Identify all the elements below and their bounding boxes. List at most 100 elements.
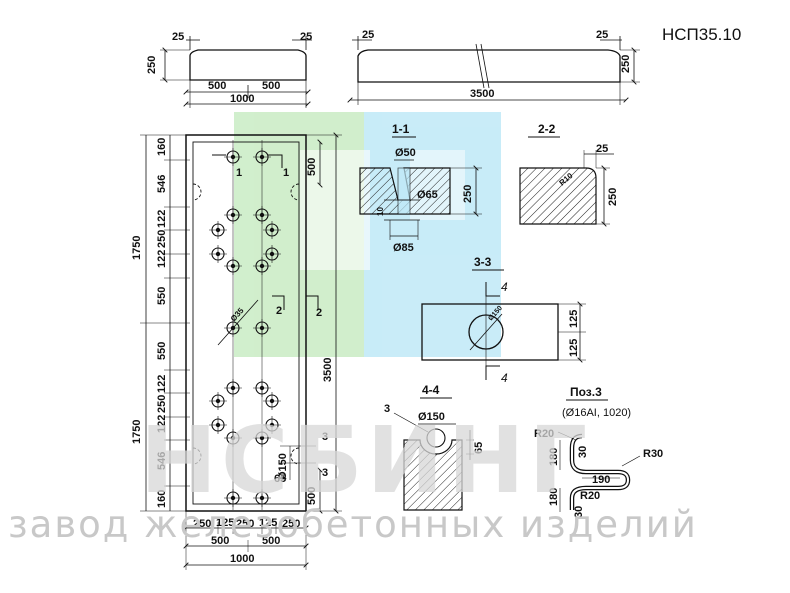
plan-total-bottom: 1750 <box>131 420 143 444</box>
drawing-mark: НСП35.10 <box>662 25 741 44</box>
plan-total-top: 1750 <box>131 236 143 260</box>
sec11-title: 1-1 <box>392 122 410 136</box>
sec11-d65: Ø65 <box>417 189 438 201</box>
bolt-crosshair <box>224 206 242 224</box>
watermark-text: завод железобетонных изделий <box>8 503 698 546</box>
pos3-r20b: R20 <box>580 490 600 502</box>
sec11-d10: 10 <box>376 207 385 216</box>
pos3-d180b: 180 <box>548 488 560 506</box>
bolt-crosshair <box>224 379 242 397</box>
pos3-d30b: 30 <box>573 506 585 518</box>
top-small-width: 1000 <box>230 93 254 105</box>
plan-left-dim: 122 <box>156 375 168 393</box>
bolt-crosshair <box>253 379 271 397</box>
bolt-crosshair <box>224 257 242 275</box>
top-small-half2: 500 <box>262 80 280 92</box>
plan-bottom-d2: 125 <box>216 517 234 529</box>
pos3-rebar <box>557 399 641 512</box>
sec44-title: 4-4 <box>422 383 440 397</box>
bolt-crosshair <box>253 429 271 447</box>
bolt-crosshair <box>224 319 242 337</box>
sec33-d2: 125 <box>568 339 580 357</box>
plan-bottom-d4: 125 <box>259 517 277 529</box>
sec11-d50: Ø50 <box>395 147 416 159</box>
plan-left-dim: 122 <box>156 415 168 433</box>
plan-left-dims: 160 546 122 250 122 550 550 122 250 122 546 160 <box>156 138 168 508</box>
sec44-d65: 65 <box>473 442 485 454</box>
pos3-r30: R30 <box>643 448 663 460</box>
bolt-crosshair <box>253 148 271 166</box>
top-view-long <box>350 36 640 105</box>
plan-left-dim: 122 <box>156 250 168 268</box>
top-long-height: 250 <box>620 55 632 73</box>
sec22-d25: 25 <box>596 143 608 155</box>
pos3-r20a: R20 <box>534 428 554 440</box>
top-view-small <box>160 36 312 108</box>
sec33-cut-b: 4 <box>501 371 508 385</box>
plan-bottom-d5: 250 <box>282 518 300 530</box>
top-long-d1: 25 <box>362 29 374 41</box>
top-small-height: 250 <box>146 56 158 74</box>
plan-left-dim: 122 <box>156 210 168 228</box>
plan-left-dim: 160 <box>156 490 168 508</box>
plan-right-top: 500 <box>306 158 318 176</box>
plan-bottom-d1: 250 <box>193 518 211 530</box>
plan-left-dim: 550 <box>156 287 168 305</box>
top-long-length: 3500 <box>470 88 494 100</box>
plan-d3a: 3 <box>322 431 328 443</box>
plan-bottom-d3: 250 <box>236 518 254 530</box>
plan-left-dim: 546 <box>156 452 168 470</box>
section-4-4 <box>393 397 474 511</box>
plan-left-dim: 250 <box>156 395 168 413</box>
cut-mark-1b: 1 <box>283 167 289 179</box>
pos3-d180a: 180 <box>548 448 560 466</box>
bolt-crosshair <box>263 392 281 410</box>
plan-left-dim: 546 <box>156 175 168 193</box>
sec11-d85: Ø85 <box>393 242 414 254</box>
sec33-d1: 125 <box>568 310 580 328</box>
section-2-2 <box>519 136 614 224</box>
bolt-crosshair <box>224 148 242 166</box>
bolt-crosshair <box>209 392 227 410</box>
cut-mark-1a: 1 <box>236 167 242 179</box>
sec11-h: 250 <box>462 185 474 203</box>
sec44-d150: Ø150 <box>418 411 445 423</box>
sec33-cut-a: 4 <box>501 280 508 294</box>
sec22-h: 250 <box>607 188 619 206</box>
sec33-title: 3-3 <box>474 255 492 269</box>
watermark-blocks <box>234 112 501 357</box>
bolt-group <box>209 148 281 507</box>
sec22-title: 2-2 <box>538 122 556 136</box>
bolt-crosshair <box>224 489 242 507</box>
plan-d65: 65 <box>274 473 286 485</box>
bolt-crosshair <box>263 416 281 434</box>
bolt-crosshair <box>263 221 281 239</box>
bolt-crosshair <box>209 416 227 434</box>
pos3-d190: 190 <box>592 474 610 486</box>
top-small-d2: 25 <box>300 31 312 43</box>
pos3-d30a: 30 <box>577 446 589 458</box>
watermark-logo: НСБИНГ <box>140 407 591 514</box>
plan-bottom-half2: 500 <box>262 535 280 547</box>
plan-right-total: 3500 <box>322 358 334 382</box>
plan-left-dim: 550 <box>156 342 168 360</box>
plan-left-dim: 160 <box>156 138 168 156</box>
cut-mark-2a: 2 <box>276 305 282 317</box>
bolt-crosshair <box>253 489 271 507</box>
plan-bottom-total: 1000 <box>230 553 254 565</box>
pos3-title: Поз.3 <box>570 385 602 399</box>
section-3-3 <box>421 269 586 380</box>
bolt-crosshair <box>253 319 271 337</box>
top-small-d1: 25 <box>172 31 184 43</box>
top-long-d2: 25 <box>596 29 608 41</box>
plan-d3b: 3 <box>322 467 328 479</box>
bolt-crosshair <box>209 221 227 239</box>
bolt-crosshair <box>253 206 271 224</box>
sec44-pos: 3 <box>384 403 390 415</box>
pos3-spec: (Ø16АI, 1020) <box>562 407 631 419</box>
plan-bottom-half1: 500 <box>211 535 229 547</box>
plan-left-dim: 250 <box>156 230 168 248</box>
plan-right-bottom: 500 <box>306 487 318 505</box>
